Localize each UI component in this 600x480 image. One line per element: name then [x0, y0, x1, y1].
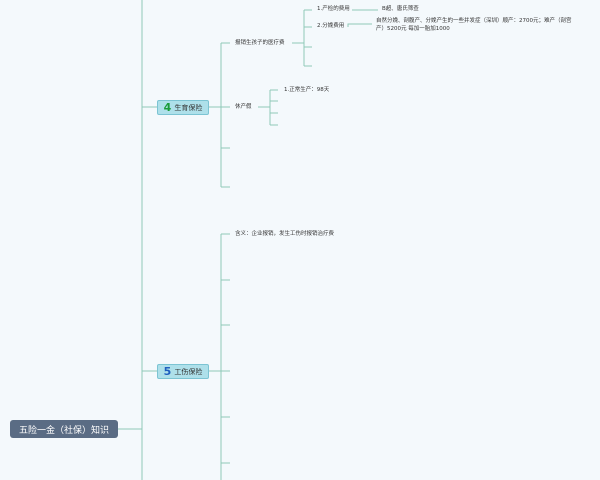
- node-prenatal-detail[interactable]: B超、唐氏筛查: [382, 6, 419, 12]
- root-topic[interactable]: 五险一金（社保）知识: [10, 420, 118, 438]
- node-delivery-detail-line1: 自然分娩、剖腹产、分娩产生的一些并发症（深圳）顺产：2700元；难产（剖宫: [376, 18, 572, 24]
- node-injury-meaning[interactable]: 含义：企业报销，发生工伤时报销治疗费: [235, 231, 335, 237]
- topic-label: 工伤保险: [174, 367, 203, 376]
- topic-number: 4: [163, 101, 172, 114]
- node-maternity-leave[interactable]: 休产假: [235, 104, 252, 110]
- topic-work-injury-insurance[interactable]: 5 工伤保险: [157, 364, 209, 379]
- topic-number: 5: [163, 365, 172, 378]
- topic-maternity-insurance[interactable]: 4 生育保险: [157, 100, 209, 115]
- node-medical-expenses[interactable]: 报销生孩子的医疗费: [235, 40, 285, 46]
- topic-label: 生育保险: [174, 103, 203, 112]
- node-prenatal-costs[interactable]: 1.产检的费用: [317, 6, 350, 12]
- node-delivery-detail-line2: 产）5200元 每加一胎加1000: [376, 26, 450, 32]
- node-delivery-costs[interactable]: 2.分娩费用: [317, 23, 345, 29]
- node-normal-delivery[interactable]: 1.正常生产：98天: [284, 87, 330, 93]
